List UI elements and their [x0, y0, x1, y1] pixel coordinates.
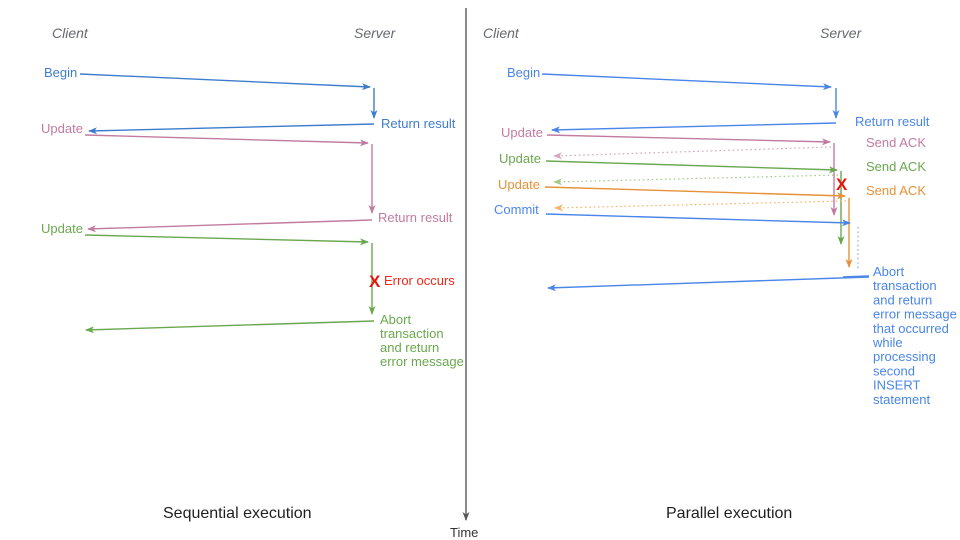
- abort-line: statement: [873, 392, 930, 407]
- abort-line: INSERT: [873, 378, 920, 393]
- abort-line: second: [873, 363, 915, 378]
- begin-label: Begin: [507, 65, 540, 80]
- error-occurs-label: Error occurs: [384, 273, 455, 288]
- abort-line: error message: [380, 354, 464, 369]
- time-axis-label: Time: [450, 525, 478, 540]
- update1-request-arrow: [84, 134, 369, 147]
- update3-label: Update: [498, 177, 540, 192]
- update1-request-arrow: [546, 134, 831, 146]
- error-x-icon: X: [369, 272, 381, 291]
- commit-label: Commit: [494, 202, 539, 217]
- send-ack-arrow-1: [553, 146, 832, 160]
- update2-label: Update: [499, 151, 541, 166]
- abort-return-arrow-left: [85, 320, 375, 334]
- abort-return-arrow-right: [547, 276, 870, 292]
- return-result-label-1: Return result: [381, 116, 456, 131]
- abort-line: transaction: [873, 278, 937, 293]
- update2-label: Update: [41, 221, 83, 236]
- return-result-label: Return result: [855, 114, 930, 129]
- update2-request-arrow: [545, 160, 838, 174]
- abort-line: and return: [380, 340, 439, 355]
- parallel-panel: Client Server Begin Return result Update…: [483, 25, 957, 522]
- send-ack-label-3: Send ACK: [866, 183, 926, 198]
- abort-line: and return: [873, 292, 932, 307]
- sequential-panel: Client Server Begin Return result Update…: [41, 25, 464, 522]
- server-heading: Server: [354, 25, 397, 41]
- begin-request-arrow: [79, 73, 371, 91]
- send-ack-label-1: Send ACK: [866, 135, 926, 150]
- send-ack-label-2: Send ACK: [866, 159, 926, 174]
- return-result-arrow: [551, 122, 837, 134]
- abort-line: transaction: [380, 326, 444, 341]
- send-ack-arrow-3: [554, 200, 847, 212]
- return-result-arrow-1: [88, 123, 375, 135]
- abort-message-right: Abort transaction and return error messa…: [872, 264, 957, 407]
- abort-line: that occurred: [873, 321, 949, 336]
- begin-request-arrow: [541, 73, 832, 91]
- error-x-icon: X: [836, 175, 848, 194]
- abort-line: error message: [873, 307, 957, 322]
- client-heading: Client: [52, 25, 89, 41]
- abort-line: Abort: [873, 264, 904, 279]
- return-result-arrow-2: [87, 219, 373, 233]
- send-ack-arrow-2: [553, 174, 839, 186]
- time-axis: Time: [450, 8, 478, 540]
- update1-label: Update: [41, 121, 83, 136]
- abort-line: Abort: [380, 312, 411, 327]
- return-result-label-2: Return result: [378, 210, 453, 225]
- abort-point-line: [842, 275, 870, 278]
- begin-label: Begin: [44, 65, 77, 80]
- abort-line: processing: [873, 349, 936, 364]
- server-heading: Server: [820, 25, 863, 41]
- update2-request-arrow: [84, 234, 369, 246]
- client-heading: Client: [483, 25, 520, 41]
- parallel-caption: Parallel execution: [666, 505, 792, 522]
- update3-request-arrow: [544, 186, 846, 200]
- commit-request-arrow: [545, 213, 851, 227]
- abort-message-left: Abort transaction and return error messa…: [380, 312, 464, 369]
- update1-label: Update: [501, 125, 543, 140]
- abort-line: while: [872, 335, 903, 350]
- sequential-caption: Sequential execution: [163, 505, 312, 522]
